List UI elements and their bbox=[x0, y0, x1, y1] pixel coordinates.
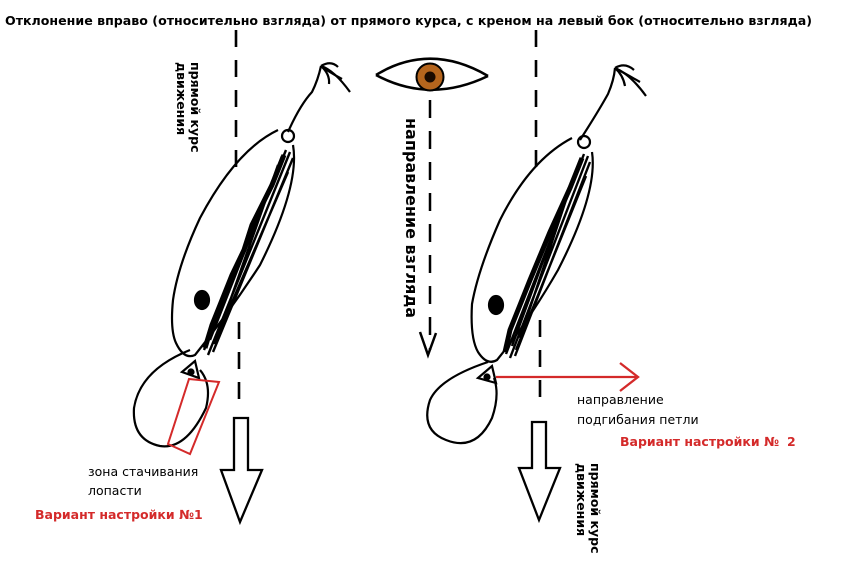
wobbler-right bbox=[426, 30, 647, 445]
eye-icon bbox=[375, 57, 489, 92]
loop-bend-arrow bbox=[496, 362, 640, 392]
wobbler-left bbox=[132, 30, 351, 448]
bend-direction-label-line2: подгибания петли bbox=[577, 412, 699, 427]
gaze-direction-label: направление взгляда bbox=[402, 118, 421, 318]
diagram-title: Отклонение вправо (относительно взгляда)… bbox=[5, 13, 812, 28]
svg-text:прямой курс: прямой курс bbox=[188, 62, 203, 153]
svg-text:направление взгляда: направление взгляда bbox=[402, 118, 421, 318]
svg-text:движения: движения bbox=[574, 463, 589, 536]
course-arrow-right bbox=[517, 420, 562, 524]
svg-text:прямой курс: прямой курс bbox=[588, 463, 603, 554]
grinding-zone-marker bbox=[166, 377, 221, 456]
gaze-direction-arrow bbox=[418, 100, 438, 359]
grinding-zone-label-line2: лопасти bbox=[88, 483, 142, 498]
variant-1-label: Вариант настройки №1 bbox=[35, 507, 203, 522]
svg-text:движения: движения bbox=[174, 62, 189, 135]
straight-course-label-right: прямой курс движения bbox=[574, 463, 603, 554]
grinding-zone-label-line1: зона стачивания bbox=[88, 464, 198, 479]
bend-direction-label-line1: направление bbox=[577, 392, 664, 407]
course-arrow-left bbox=[219, 416, 264, 526]
straight-course-label-left: прямой курс движения bbox=[174, 62, 203, 153]
